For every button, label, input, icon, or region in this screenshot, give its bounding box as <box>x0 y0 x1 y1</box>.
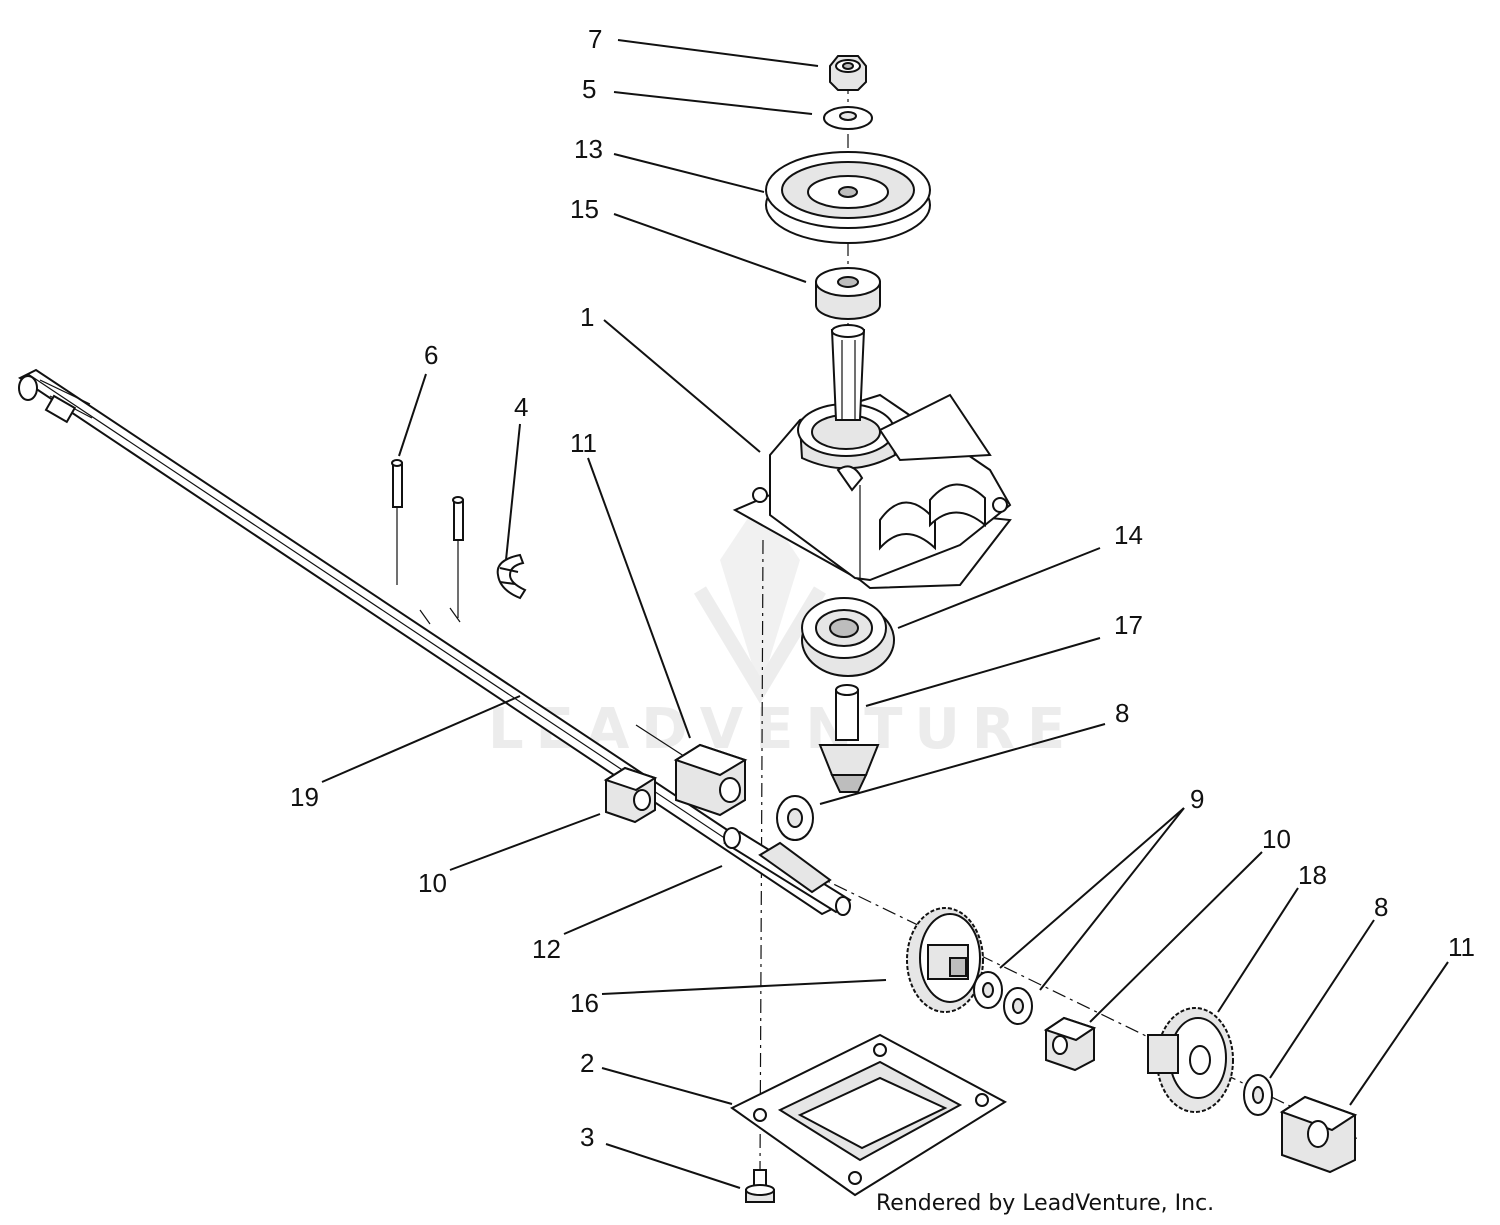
drive-gear-part <box>1147 1007 1234 1113</box>
large-gear-part <box>906 907 984 1013</box>
callout-2: 2 <box>580 1048 594 1078</box>
callout-16: 16 <box>570 988 599 1018</box>
roll-pin-part <box>391 459 464 618</box>
callout-3: 3 <box>580 1122 594 1152</box>
thrust-washer-upper-part <box>776 795 814 841</box>
nut-part <box>829 55 867 91</box>
watermark: LEADVENTURE <box>488 500 1065 762</box>
gearbox-cover-part <box>730 1033 1007 1197</box>
callout-15: 15 <box>570 194 599 224</box>
callout-18: 18 <box>1298 860 1327 890</box>
short-shaft-part <box>723 827 852 916</box>
callout-labels: 7 5 13 15 1 6 4 11 14 17 8 19 9 10 18 8 … <box>290 24 1475 1152</box>
callout-7: 7 <box>588 24 602 54</box>
vertical-centerline-bottom <box>759 539 764 1171</box>
callout-10-left: 10 <box>418 868 447 898</box>
callout-17: 17 <box>1114 610 1143 640</box>
callout-4: 4 <box>514 392 528 422</box>
pinion-gear-part <box>818 684 880 793</box>
callout-11-lower: 11 <box>1448 932 1475 962</box>
drive-shaft-part <box>18 368 842 916</box>
callout-5: 5 <box>582 74 596 104</box>
gearbox-housing-part <box>732 324 1012 590</box>
bushing-left-part <box>603 766 658 824</box>
shaft-centerline <box>639 789 1361 1141</box>
callout-19: 19 <box>290 782 319 812</box>
callout-11-upper: 11 <box>570 428 597 458</box>
callout-9: 9 <box>1190 784 1204 814</box>
e-clip-part <box>496 553 527 600</box>
callout-14: 14 <box>1114 520 1143 550</box>
washer-part <box>823 106 873 130</box>
bushing-end-part <box>1279 1095 1358 1174</box>
pulley-part <box>765 151 931 244</box>
callout-8-lower: 8 <box>1374 892 1388 922</box>
bushing-upper-part <box>673 743 748 817</box>
callout-10-right: 10 <box>1262 824 1291 854</box>
bearing-part <box>801 597 895 677</box>
callout-12: 12 <box>532 934 561 964</box>
leader-lines <box>321 39 1449 1189</box>
spacer-part <box>815 267 881 320</box>
callout-6: 6 <box>424 340 438 370</box>
bushing-right-part <box>1043 1016 1097 1072</box>
washers-pair-part <box>973 971 1033 1025</box>
thrust-washer-lower-part <box>1243 1074 1273 1116</box>
callout-13: 13 <box>574 134 603 164</box>
callout-8-upper: 8 <box>1115 698 1129 728</box>
render-credit: Rendered by LeadVenture, Inc. <box>876 1191 1214 1216</box>
screw-part <box>745 1169 775 1203</box>
callout-1: 1 <box>580 302 594 332</box>
